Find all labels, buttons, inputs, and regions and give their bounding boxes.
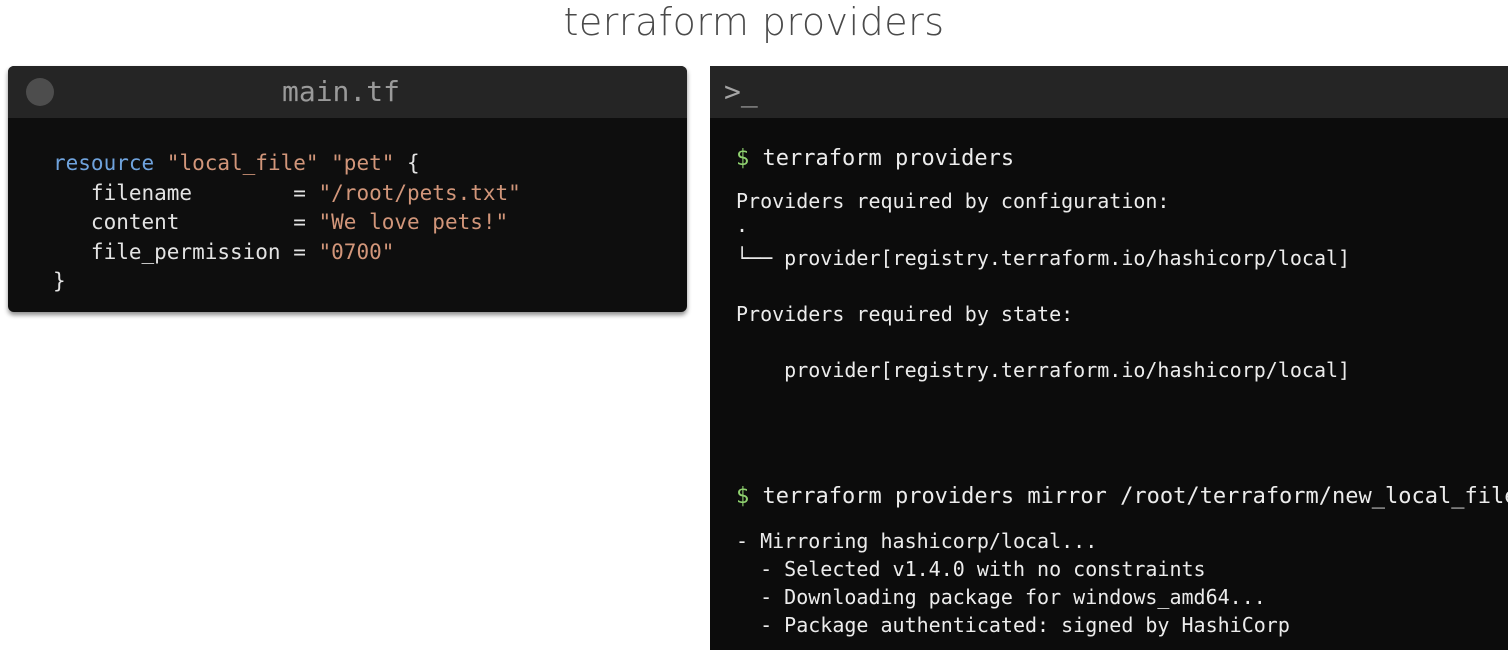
code-token: content = [53,210,319,234]
terminal-titlebar: >_ [710,66,1508,118]
code-token: { [407,151,420,175]
code-token: "/root/pets.txt" [318,180,521,205]
editor-filename: main.tf [281,75,400,108]
code-line: resource "local_file" "pet" { [53,149,521,179]
code-token: resource [53,151,167,175]
editor-titlebar: main.tf [8,66,687,118]
terminal-window: >_ $ terraform providers Providers requi… [710,66,1508,650]
terminal-tree-branch: └── provider[registry.terraform.io/hashi… [736,246,1351,270]
code-line: file_permission = "0700" [53,238,521,268]
code-token: "local_file" "pet" [166,151,408,175]
code-line: filename = "/root/pets.txt" [53,179,521,209]
code-token: filename = [53,180,319,205]
terminal-output-line: - Selected v1.4.0 with no constraints [736,557,1206,581]
code-line: content = "We love pets!" [53,208,521,238]
page-title: terraform providers [563,0,945,44]
terminal-command-line: $ terraform providers mirror /root/terra… [736,484,1508,510]
prompt-symbol: $ [736,484,750,509]
code-token: } [53,269,66,293]
window-control-dot-icon[interactable] [26,78,54,106]
prompt-symbol: $ [736,146,750,171]
code-token: file_permission = [53,239,319,264]
code-editor-window: main.tf resource "local_file" "pet" { fi… [8,66,687,312]
terminal-command-line: $ terraform providers [736,146,1014,172]
code-block: resource "local_file" "pet" { filename =… [53,149,521,297]
code-token: "We love pets!" [318,210,509,234]
terminal-output-line: Providers required by configuration: [736,189,1170,213]
terminal-output-line: Providers required by state: [736,302,1074,326]
code-token: "0700" [318,239,395,264]
terminal-tree-root: . [736,213,749,237]
terminal-output-line: provider[registry.terraform.io/hashicorp… [736,358,1351,382]
terminal-output-line: - Mirroring hashicorp/local... [736,529,1098,553]
code-line: } [53,267,521,297]
terminal-output-line: - Downloading package for windows_amd64.… [736,585,1266,609]
terminal-output-line: - Package authenticated: signed by Hashi… [736,613,1290,637]
terminal-prompt-icon: >_ [724,75,758,108]
command-text: terraform providers [762,146,1015,171]
command-text: terraform providers mirror /root/terrafo… [762,484,1508,509]
